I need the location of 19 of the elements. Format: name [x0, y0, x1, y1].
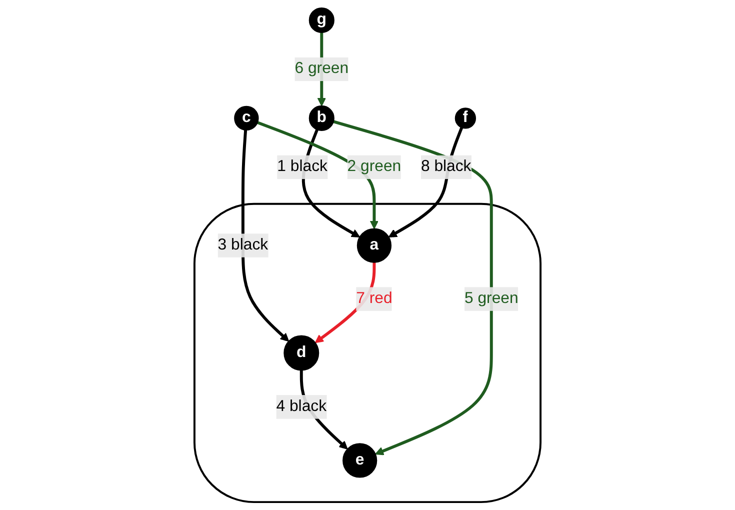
edge-label: 2 green [347, 158, 402, 176]
node-circle: d [284, 335, 320, 371]
edge-label: 1 black [277, 158, 328, 176]
arrow [241, 130, 290, 342]
node-circle: g [308, 7, 334, 33]
node-circle: b [308, 105, 334, 131]
cluster [193, 202, 542, 504]
edge-label: 8 black [420, 158, 472, 176]
node-circle: c [234, 106, 259, 131]
node-circle: e [342, 443, 378, 478]
edge-label: 3 black [218, 236, 268, 254]
arrow [256, 121, 379, 230]
arrow [333, 120, 493, 456]
edge-label: 4 black [276, 398, 327, 415]
node-circle: f [454, 108, 476, 129]
edge-label: 6 green [294, 60, 349, 78]
node-circle: a [356, 228, 392, 263]
edge-label: 7 red [356, 290, 392, 307]
edge-label: 5 green [464, 290, 518, 307]
